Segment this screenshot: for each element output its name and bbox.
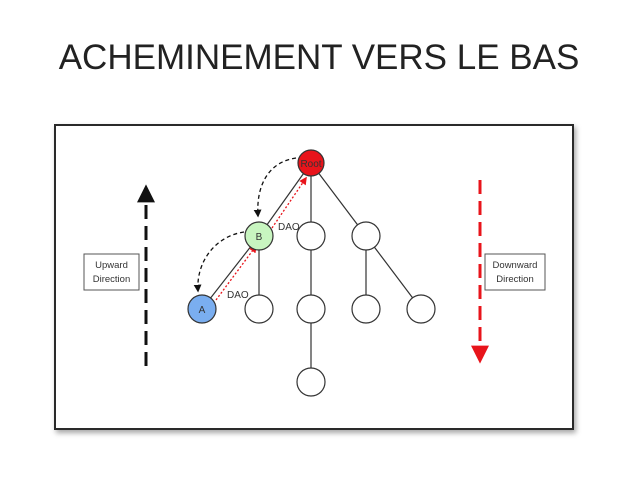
downward-label-line2: Direction [496, 274, 534, 285]
tree-diagram: Upward Direction Downward Direction [83, 149, 546, 397]
upward-direction-box: Upward Direction [83, 253, 140, 291]
node-root-label: Root [300, 159, 321, 170]
tree-node [296, 367, 326, 397]
dao-label-lower: DAO [227, 290, 249, 301]
tree-node [351, 221, 381, 251]
node-b: B [244, 221, 274, 251]
node-b-label: B [256, 232, 263, 243]
dao-arrow-a-to-b [215, 244, 257, 301]
dao-label-upper: DAO [278, 222, 300, 233]
tree-node [244, 294, 274, 324]
upward-label-line2: Direction [93, 274, 131, 285]
downward-label-line1: Downward [493, 260, 538, 271]
diagram-frame: Upward Direction Downward Direction [54, 124, 574, 430]
tree-node [406, 294, 436, 324]
node-a-label: A [199, 305, 206, 316]
downward-curve-b-to-a [193, 231, 245, 293]
slide-title: ACHEMINEMENT VERS LE BAS [58, 38, 580, 77]
tree-node [296, 221, 326, 251]
dao-arrow-b-to-root [271, 176, 307, 229]
downward-direction-box: Downward Direction [484, 253, 546, 291]
upward-label-line1: Upward [95, 260, 128, 271]
tree-edges [201, 162, 422, 382]
node-root: Root [297, 149, 325, 177]
tree-node [296, 294, 326, 324]
downward-curve-root-to-b [253, 157, 297, 218]
node-a: A [187, 294, 217, 324]
tree-node [351, 294, 381, 324]
